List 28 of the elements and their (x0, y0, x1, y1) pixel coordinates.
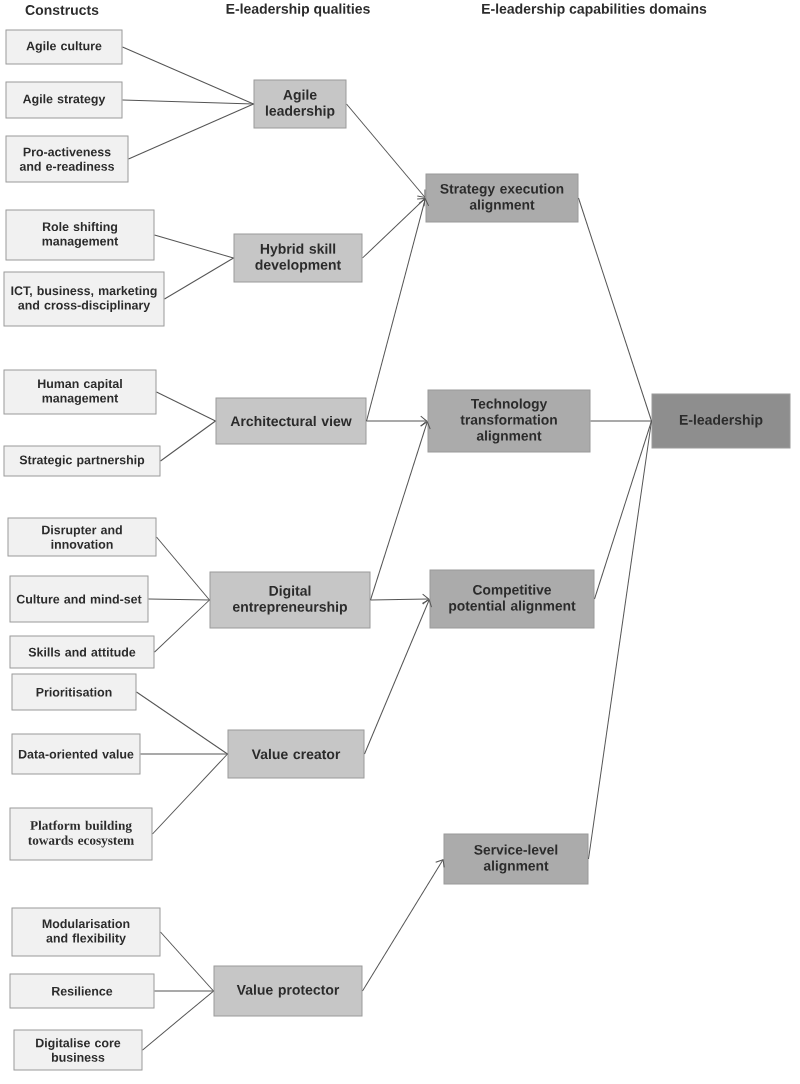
connector-line (590, 420, 652, 422)
arrow (370, 421, 431, 601)
arrow (362, 859, 445, 992)
connector-line (156, 536, 210, 601)
connector-line (148, 598, 210, 601)
connector-line (154, 990, 214, 992)
arrow (364, 599, 432, 755)
connector-line (122, 46, 254, 105)
connector-line (164, 257, 234, 300)
connector-line (136, 691, 228, 755)
connector-line (154, 234, 234, 259)
connector-line (140, 753, 228, 755)
connector-line (578, 197, 652, 422)
connector-line (588, 420, 652, 860)
connector-line (156, 391, 216, 422)
connector-line (154, 599, 210, 653)
connector-line (160, 931, 214, 992)
connector-line (122, 99, 254, 105)
arrow (370, 593, 430, 605)
arrow (346, 103, 426, 198)
arrow (366, 198, 430, 422)
connector-line (142, 990, 214, 1051)
arrow (366, 415, 428, 427)
connector-line (160, 420, 216, 462)
connector-line (594, 420, 652, 600)
arrow (362, 198, 426, 259)
connector-line (128, 103, 254, 160)
connector-line (152, 753, 228, 835)
